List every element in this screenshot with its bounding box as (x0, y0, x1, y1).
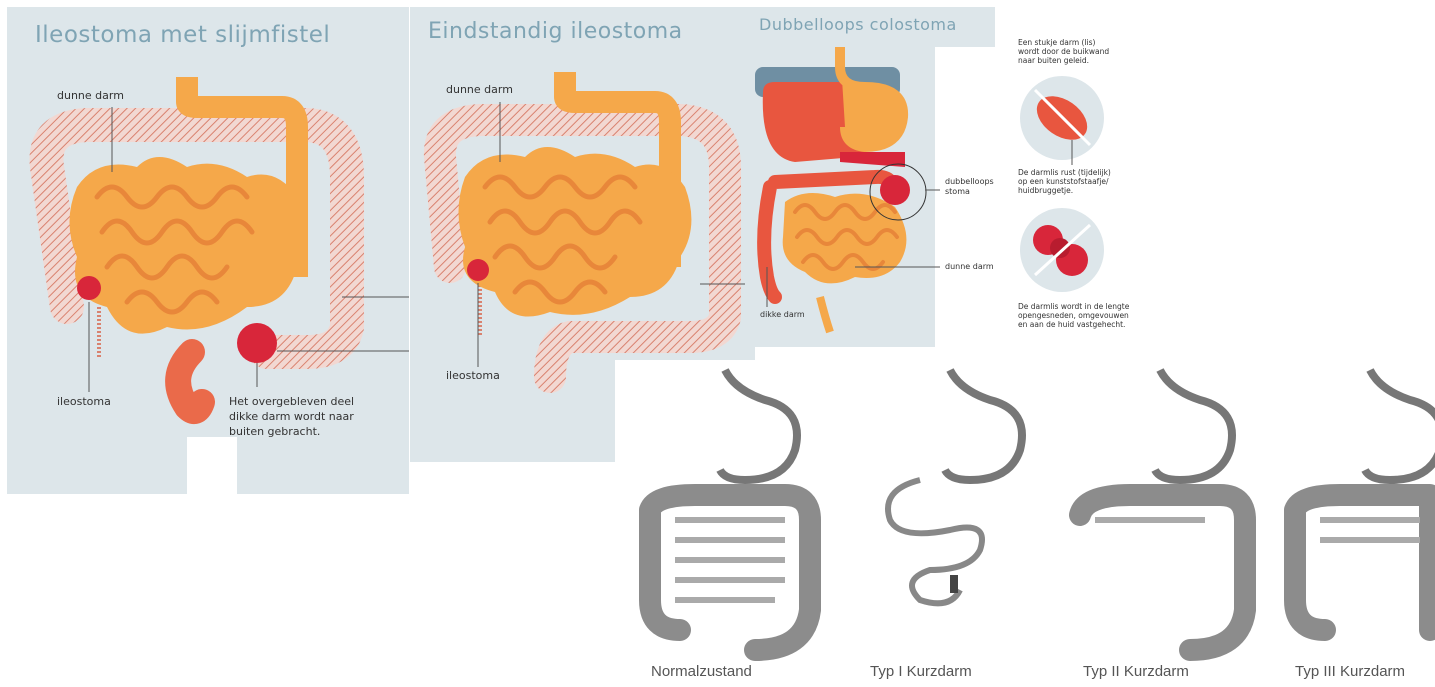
label-stoma-line-1: dubbelloops (945, 177, 994, 186)
panel-ileostoma-met-slijmfistel: Ileostoma met slijmfistel dunne darm ile… (7, 7, 409, 494)
notes-column: Een stukje darm (lis) wordt door de buik… (1010, 30, 1160, 350)
label-dikke-darm: dikke darm (760, 310, 805, 319)
label-dunne-darm: dunne darm (446, 83, 513, 96)
caption-typ-iii: Typ III Kurzdarm (1295, 663, 1405, 680)
short-bowel-diagrams (615, 360, 1435, 683)
caption-typ-ii: Typ II Kurzdarm (1083, 663, 1189, 680)
small-intestine-illustration (70, 157, 308, 334)
figure-typ-i-kurzdarm (888, 370, 1022, 603)
label-remaining-line-3: buiten gebracht. (229, 425, 320, 438)
figure-typ-iii-kurzdarm (1295, 370, 1435, 630)
note-3: De darmlis wordt in de lengte opengesned… (1018, 302, 1129, 329)
panel-title: Ileostoma met slijmfistel (35, 22, 330, 48)
figure-normalzustand (650, 370, 810, 650)
small-intestine-illustration (459, 147, 692, 317)
short-bowel-panel: Normalzustand Typ I Kurzdarm Typ II Kurz… (615, 360, 1435, 683)
panel-dubbelloops-colostoma: Dubbelloops colostoma dubbelloops stoma … (745, 7, 995, 347)
label-dunne-darm: dunne darm (945, 262, 994, 271)
caption-typ-i: Typ I Kurzdarm (870, 663, 972, 680)
label-ileostoma: ileostoma (446, 369, 500, 382)
figure-typ-ii-kurzdarm (1080, 370, 1245, 650)
mucous-fistula-marker (237, 323, 277, 363)
label-remaining-line-1: Het overgebleven deel (229, 395, 354, 408)
caption-normalzustand: Normalzustand (651, 663, 752, 680)
label-stoma-line-2: stoma (945, 187, 970, 196)
label-remaining-line-2: dikke darm wordt naar (229, 410, 354, 423)
panel-title: Eindstandig ileostoma (428, 19, 683, 44)
label-dunne-darm: dunne darm (57, 89, 124, 102)
ileostoma-marker (77, 276, 101, 300)
label-ileostoma: ileostoma (57, 395, 111, 408)
ileostoma-marker (467, 259, 489, 281)
panel-title: Dubbelloops colostoma (759, 15, 957, 34)
stoma-marker (880, 175, 910, 205)
note-2: De darmlis rust (tijdelijk) op een kunst… (1018, 168, 1111, 195)
small-intestine-illustration (783, 193, 907, 283)
